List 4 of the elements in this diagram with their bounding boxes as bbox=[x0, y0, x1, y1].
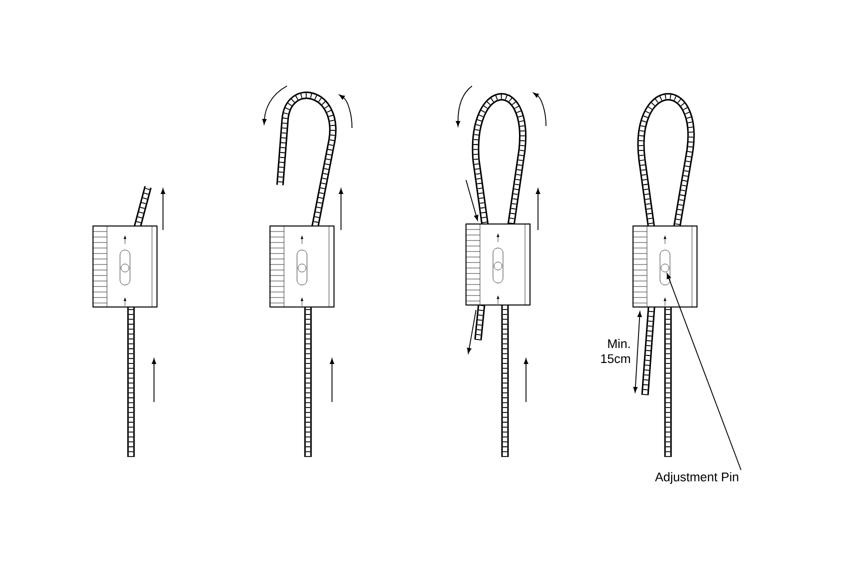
adjustment-pin bbox=[660, 264, 670, 272]
label-text: Adjustment Pin bbox=[655, 472, 738, 484]
leader-line bbox=[666, 273, 742, 470]
dimension-label: Min. 15cm bbox=[601, 338, 630, 364]
